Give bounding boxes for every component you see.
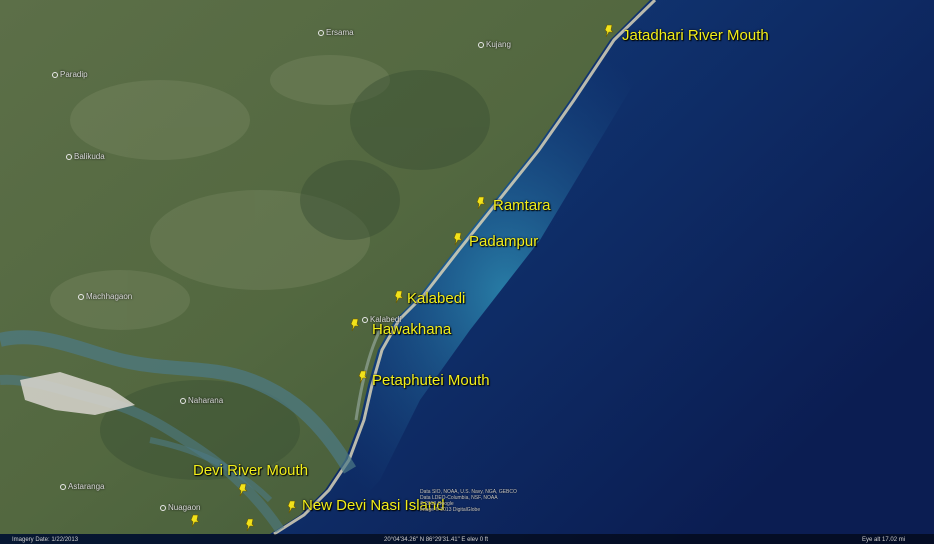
place-paradip: Paradip (52, 70, 88, 79)
imagery-credits: Data SIO, NOAA, U.S. Navy, NGA, GEBCO Da… (420, 489, 517, 513)
marker-label-kalabedi[interactable]: Kalabedi (407, 290, 466, 307)
yellow-pushpin-icon[interactable] (350, 318, 361, 332)
yellow-pushpin-icon[interactable] (238, 483, 249, 497)
credit-line: © 2013 Google (420, 501, 454, 507)
marker-label-jatadhari-river-mouth[interactable]: Jatadhari River Mouth (622, 27, 769, 44)
place-ersama: Ersama (318, 28, 354, 37)
imagery-date: Imagery Date: 1/22/2013 (12, 537, 79, 543)
marker-label-padampur[interactable]: Padampur (469, 233, 539, 250)
marker-label-petaphutei-mouth[interactable]: Petaphutei Mouth (372, 372, 490, 389)
yellow-pushpin-icon[interactable] (394, 290, 405, 304)
marker-label-new-devi-nasi-island[interactable]: New Devi Nasi Island (302, 497, 445, 514)
yellow-pushpin-icon[interactable] (453, 232, 464, 246)
credit-line: Image © 2013 DigitalGlobe (420, 507, 481, 513)
status-bar: Imagery Date: 1/22/2013 20°04'34.26" N 8… (0, 534, 934, 544)
yellow-pushpin-icon[interactable] (358, 370, 369, 384)
place-naharana: Naharana (180, 396, 223, 405)
credit-line: Data SIO, NOAA, U.S. Navy, NGA, GEBCO (420, 489, 517, 495)
yellow-pushpin-icon[interactable] (287, 500, 298, 514)
place-balikuda: Balikuda (66, 152, 105, 161)
eye-altitude: Eye alt 17.02 mi (862, 537, 906, 543)
cursor-coordinates: 20°04'34.26" N 86°29'31.41" E elev 0 ft (384, 537, 489, 543)
yellow-pushpin-icon[interactable] (245, 518, 256, 532)
marker-label-ramtara[interactable]: Ramtara (493, 197, 551, 214)
place-astaranga: Astaranga (60, 482, 104, 491)
yellow-pushpin-icon[interactable] (604, 24, 615, 38)
place-kalabedi: Kalabedi (362, 315, 401, 324)
credit-line: Data LDEO-Columbia, NSF, NOAA (420, 495, 498, 501)
place-kujang: Kujang (478, 40, 511, 49)
yellow-pushpin-icon[interactable] (190, 514, 201, 528)
marker-label-devi-river-mouth[interactable]: Devi River Mouth (193, 462, 309, 479)
marker-label-hawakhana[interactable]: Hawakhana (372, 321, 452, 338)
place-machhagaon: Machhagaon (78, 292, 132, 301)
place-nuagaon: Nuagaon (160, 503, 200, 512)
yellow-pushpin-icon[interactable] (476, 196, 487, 210)
